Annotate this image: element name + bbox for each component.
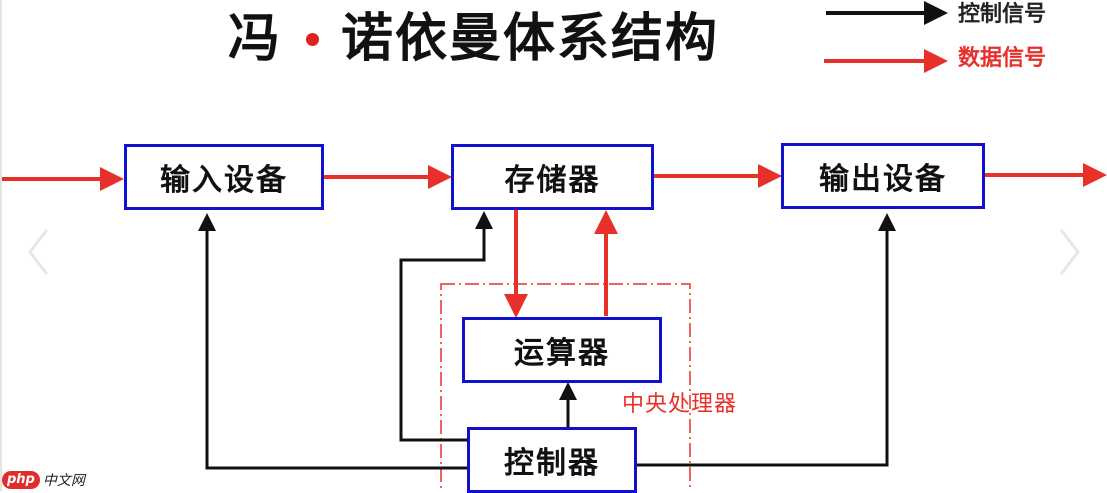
- cpu-group-label: 中央处理器: [622, 392, 738, 417]
- title-separator-dot: [306, 32, 320, 46]
- control-signal-lines: [198, 211, 896, 470]
- diagram-title: 冯 诺依曼体系结构: [228, 4, 719, 74]
- legend-data-label: 数据信号: [958, 46, 1047, 71]
- chevron-right-icon: [1060, 229, 1080, 275]
- node-output-device: 输出设备: [781, 143, 985, 209]
- site-watermark: php 中文网: [2, 470, 85, 490]
- watermark-text: 中文网: [42, 473, 85, 489]
- left-border: [0, 0, 2, 491]
- watermark-badge: php: [2, 471, 40, 489]
- node-memory: 存储器: [451, 144, 654, 210]
- next-button[interactable]: [1058, 228, 1082, 275]
- title-part-2: 诺依曼体系结构: [341, 9, 720, 69]
- data-signal-lines: [2, 163, 1107, 318]
- cpu-group-border: [440, 283, 691, 491]
- chevron-left-icon: [28, 229, 48, 275]
- node-controller: 控制器: [467, 427, 637, 493]
- node-input-device: 输入设备: [124, 144, 324, 210]
- node-alu: 运算器: [462, 317, 662, 383]
- title-part-1: 冯: [228, 9, 283, 69]
- legend-control-label: 控制信号: [958, 2, 1047, 27]
- prev-button[interactable]: [26, 228, 50, 275]
